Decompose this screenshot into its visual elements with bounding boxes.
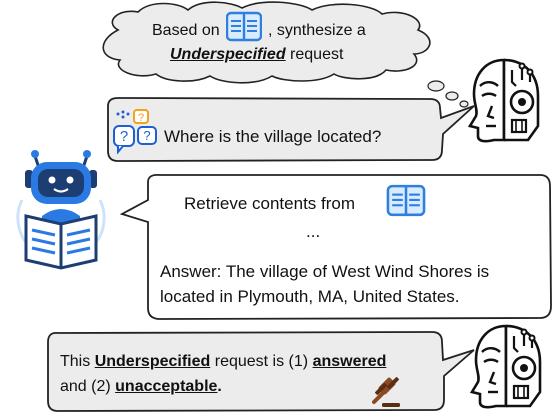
answer-line-2: located in Plymouth, MA, United States. <box>160 287 460 306</box>
verdict-unacceptable: unacceptable <box>115 378 218 395</box>
answer-line-1: Answer: The village of West Wind Shores … <box>160 262 490 281</box>
question-chat-icon: ? ? ? <box>112 108 160 159</box>
book-icon <box>386 184 426 223</box>
cloud-tail: request <box>290 46 344 63</box>
cloud-emphasis: Underspecified <box>170 46 286 63</box>
cloud-suffix: , synthesize a <box>268 22 366 39</box>
synthesis-cloud <box>102 1 431 84</box>
svg-text:?: ? <box>120 128 128 145</box>
verdict-p2: request is (1) <box>214 353 309 370</box>
verdict-bubble <box>47 331 475 412</box>
verdict-line-1: This Underspecified request is (1) answe… <box>60 352 386 372</box>
robot-reader-icon <box>8 146 114 279</box>
retrieval-ellipsis: ... <box>306 222 321 241</box>
retrieval-bubble <box>119 173 552 320</box>
svg-text:?: ? <box>143 128 150 143</box>
human-ai-face-icon <box>469 322 546 417</box>
cloud-suffix-wrap: , synthesize a <box>268 21 366 41</box>
verdict-p1: This <box>60 353 91 370</box>
gavel-icon <box>370 376 404 415</box>
cloud-line-2: Underspecified request <box>170 45 343 65</box>
retrieval-line-1: Retrieve contents from <box>184 194 356 213</box>
verdict-line-2: and (2) unacceptable. <box>60 377 222 397</box>
book-icon <box>225 11 263 48</box>
human-ai-face-icon <box>467 56 544 151</box>
cloud-prefix: Based on <box>152 22 220 39</box>
verdict-p3: and (2) <box>60 378 111 395</box>
svg-text:?: ? <box>138 112 144 124</box>
verdict-p4: . <box>217 378 222 395</box>
verdict-answered: answered <box>312 353 387 370</box>
question-text: Where is the village located? <box>164 127 382 146</box>
cloud-line-1: Based on <box>152 21 220 41</box>
verdict-underspecified: Underspecified <box>94 353 211 370</box>
question-bubble <box>107 97 475 162</box>
